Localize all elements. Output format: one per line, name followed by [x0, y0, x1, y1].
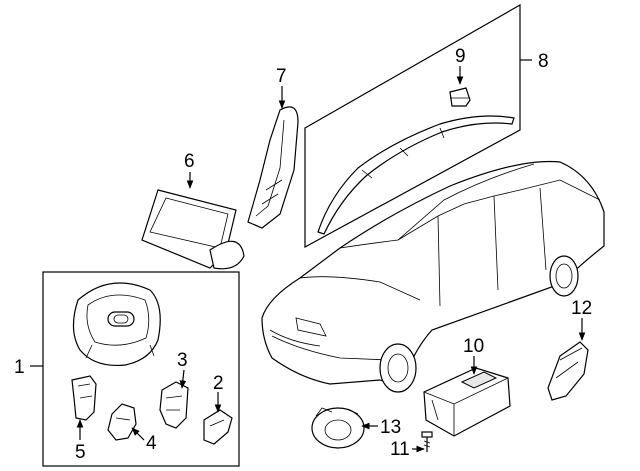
callout-12: 12 — [571, 298, 592, 319]
callout-10: 10 — [463, 336, 484, 357]
curtain-airbag-illustration — [317, 115, 515, 235]
callout-1: 1 — [14, 357, 25, 378]
callout-7: 7 — [276, 66, 287, 87]
callout-9: 9 — [455, 46, 466, 67]
part-5-illustration — [71, 375, 97, 440]
callout-6: 6 — [184, 151, 195, 172]
callout-5: 5 — [75, 442, 86, 463]
callout-4: 4 — [146, 433, 157, 454]
part-9-illustration — [449, 66, 471, 107]
side-airbag-illustration — [247, 86, 299, 229]
part-3-illustration — [159, 369, 189, 429]
curtain-airbag-group-box — [304, 3, 532, 249]
control-module-illustration — [423, 356, 511, 437]
part-11-illustration — [412, 431, 433, 453]
callout-11: 11 — [390, 439, 410, 460]
passenger-airbag-illustration — [141, 172, 245, 270]
part-4-illustration — [107, 403, 145, 441]
callout-8: 8 — [538, 51, 549, 72]
callout-13: 13 — [380, 417, 401, 438]
callout-3: 3 — [177, 350, 188, 371]
part-12-illustration — [547, 318, 589, 401]
part-2-illustration — [203, 392, 233, 445]
car-illustration — [261, 160, 605, 393]
callout-2: 2 — [213, 373, 224, 394]
steering-airbag-group-box — [30, 271, 240, 467]
steering-wheel-airbag-illustration — [72, 282, 161, 367]
part-13-illustration — [311, 407, 378, 449]
